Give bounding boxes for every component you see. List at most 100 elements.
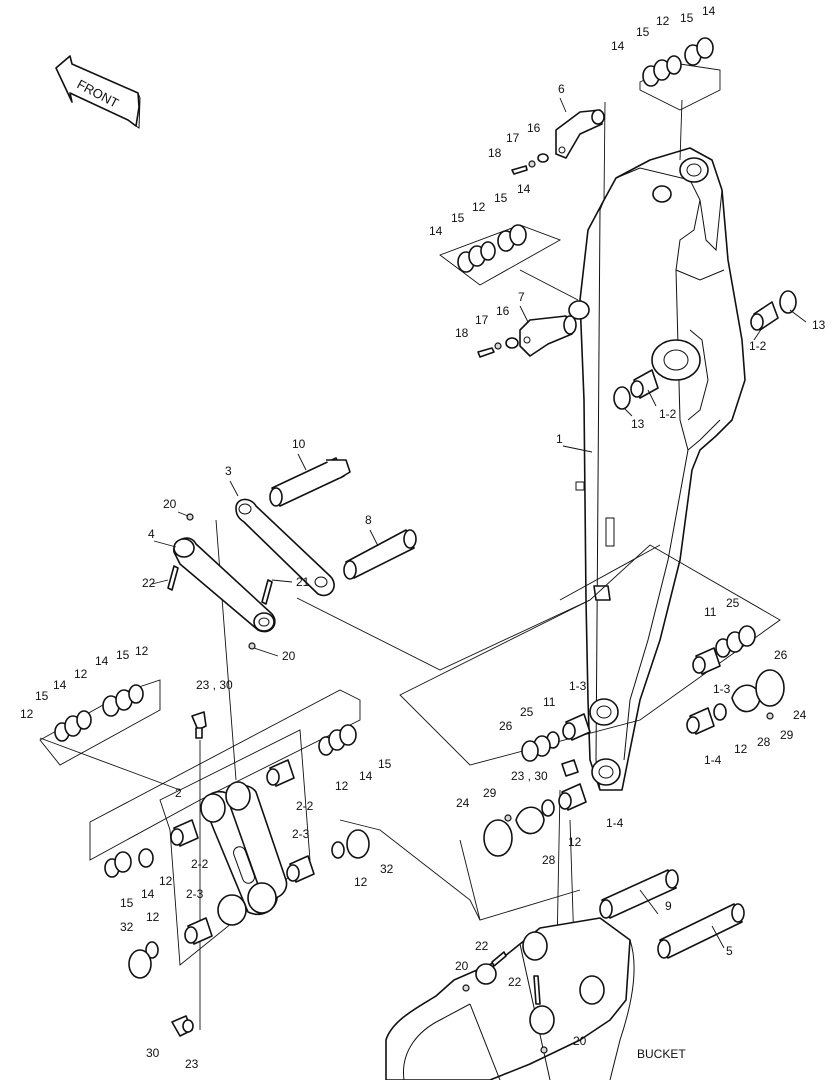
- callout-c28b: 28: [542, 853, 556, 867]
- callout-c29b: 29: [483, 786, 497, 800]
- callout-c15f: 15: [35, 689, 49, 703]
- callout-c5: 5: [726, 944, 733, 958]
- callout-c3: 3: [225, 464, 232, 478]
- arm-body: [568, 147, 746, 791]
- callout-leaders: [151, 97, 807, 949]
- callout-c26a: 26: [774, 648, 788, 662]
- callout-labels: 1415121514616171814151215147161718131-21…: [20, 4, 826, 1071]
- callout-c14c: 14: [517, 182, 531, 196]
- callout-c16a: 16: [527, 121, 541, 135]
- front-arrow: FRONT: [55, 55, 141, 129]
- callout-c25a: 25: [726, 596, 740, 610]
- callout-c16b: 16: [496, 304, 510, 318]
- grease-fitting-upper: [191, 711, 207, 739]
- callout-c14a: 14: [702, 4, 716, 18]
- callout-c14b: 14: [611, 39, 625, 53]
- callout-c12b: 12: [472, 200, 486, 214]
- shim-rings-top: [642, 37, 714, 87]
- rings-lower-arm: [483, 713, 591, 857]
- bolt-washer-set-upper: [477, 153, 549, 358]
- callout-c11b: 11: [543, 695, 556, 709]
- pin-5: [657, 903, 745, 959]
- callout-c18b: 18: [455, 326, 469, 340]
- callout-c12m: 12: [146, 910, 160, 924]
- callout-c11a: 11: [704, 605, 717, 619]
- callout-c8: 8: [365, 513, 372, 527]
- callout-c24b: 24: [456, 796, 470, 810]
- callout-c14h: 14: [359, 769, 373, 783]
- callout-c30: 30: [146, 1046, 160, 1060]
- callout-c20a: 20: [163, 497, 177, 511]
- callout-c22c2: 22: [475, 939, 489, 953]
- rings-middle: [104, 724, 370, 979]
- shim-rings-left: [54, 684, 144, 742]
- callout-c4: 4: [148, 527, 155, 541]
- callout-c23c: 2-3: [186, 887, 204, 901]
- link-2: [200, 781, 288, 926]
- callout-c15d: 15: [451, 211, 465, 225]
- callout-c14f: 14: [95, 654, 109, 668]
- callout-c2330a: 23 , 30: [196, 678, 233, 692]
- grease-fitting-lower: [171, 1015, 194, 1037]
- callout-c32a: 32: [380, 862, 394, 876]
- callout-c12a: 12: [656, 14, 670, 28]
- callout-c2: 2: [175, 786, 182, 800]
- callout-c23d: 23: [185, 1057, 199, 1071]
- callout-c13d: 1-3: [569, 679, 587, 693]
- callout-c14i: 1-4: [606, 816, 624, 830]
- bucket: BUCKET: [385, 917, 686, 1080]
- callout-c13c: 1-3: [713, 682, 731, 696]
- callout-c9: 9: [665, 899, 672, 913]
- callout-c7: 7: [518, 290, 525, 304]
- callout-c25b: 25: [520, 705, 534, 719]
- link-4: [167, 513, 276, 650]
- link-3: [235, 498, 335, 597]
- callout-c12l: 12: [354, 875, 368, 889]
- pin-8: [343, 529, 417, 580]
- callout-c15g: 15: [378, 757, 392, 771]
- callout-c24a: 24: [793, 708, 807, 722]
- assembly-guide-lines: [39, 63, 781, 1030]
- callout-c22a: 22: [142, 576, 156, 590]
- shim-rings-upper: [457, 224, 527, 273]
- callout-c15e: 15: [116, 648, 130, 662]
- pin-6: [555, 109, 605, 159]
- callout-c20c: 20: [455, 959, 469, 973]
- callout-c14j: 14: [141, 887, 155, 901]
- callout-c14g: 14: [53, 678, 67, 692]
- pin-9: [599, 869, 679, 919]
- callout-c6: 6: [558, 82, 565, 96]
- callout-c13b: 13: [631, 417, 645, 431]
- bushings-2: [170, 759, 315, 945]
- callout-c22b: 2-2: [296, 799, 314, 813]
- callout-c12i: 12: [335, 779, 349, 793]
- callout-c20b: 20: [282, 649, 296, 663]
- callout-c15h: 15: [120, 896, 134, 910]
- callout-c12h: 12: [20, 707, 34, 721]
- pin-10: [269, 457, 351, 507]
- callout-c12f: 12: [135, 644, 149, 658]
- callout-c21: 21: [296, 575, 310, 589]
- callout-c10: 10: [292, 437, 306, 451]
- callout-c32b: 32: [120, 920, 134, 934]
- callout-c15a: 15: [680, 11, 694, 25]
- callout-c15c: 15: [494, 191, 508, 205]
- callout-c12j: 12: [568, 835, 582, 849]
- callout-c12c: 1-2: [749, 339, 767, 353]
- callout-c12d: 1-2: [659, 407, 677, 421]
- callout-c22c: 2-2: [191, 857, 209, 871]
- callout-c12e: 12: [734, 742, 748, 756]
- callout-c12k: 12: [159, 874, 173, 888]
- bucket-label: BUCKET: [637, 1047, 686, 1061]
- callout-c2330b: 23 , 30: [511, 769, 548, 783]
- callout-c20d: 20: [573, 1034, 587, 1048]
- callout-c12g: 12: [74, 667, 88, 681]
- bushings-1-2: [613, 290, 797, 410]
- rings-right-lower: [686, 625, 785, 735]
- callout-c29a: 29: [780, 728, 794, 742]
- callout-c26b: 26: [499, 719, 513, 733]
- callout-c15b: 15: [636, 25, 650, 39]
- callout-c1: 1: [556, 432, 563, 446]
- callout-c18a: 18: [488, 146, 502, 160]
